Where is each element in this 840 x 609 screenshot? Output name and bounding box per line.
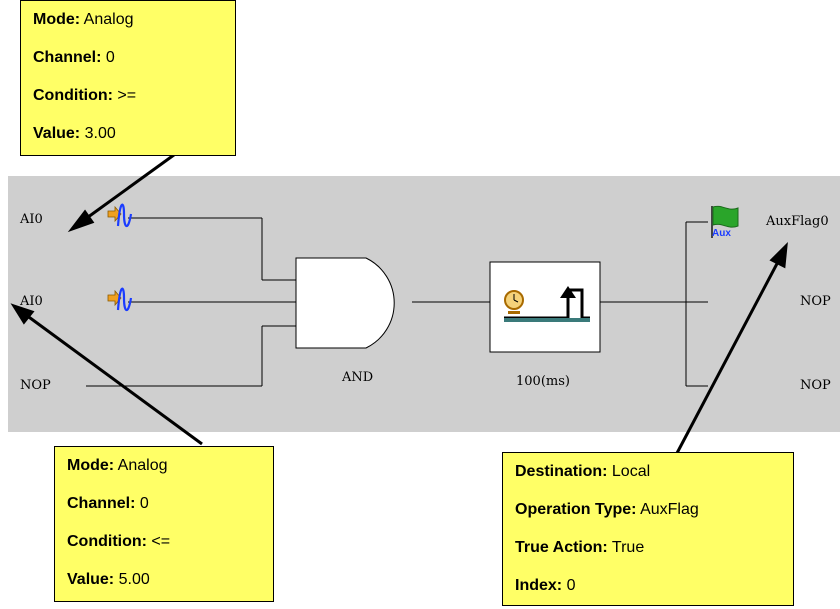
- and-gate-label: AND: [342, 370, 374, 385]
- timer-pulse-icon: [504, 286, 590, 322]
- input-label-1: AI0: [20, 212, 43, 227]
- input2-callout: Mode: Analog Channel: 0 Condition: <= Va…: [54, 446, 274, 602]
- and-gate-icon: [295, 257, 395, 349]
- output-label-1: AuxFlag0: [766, 214, 829, 229]
- output-label-2: NOP: [800, 294, 831, 309]
- aux-flag-icon: [711, 205, 739, 238]
- input-label-2: AI0: [20, 294, 43, 309]
- logic-diagram-panel: [8, 176, 840, 432]
- output-label-3: NOP: [800, 378, 831, 393]
- timer-label: 100(ms): [516, 374, 570, 389]
- input-label-3: NOP: [20, 378, 51, 393]
- aux-flag-text: Aux: [712, 228, 731, 239]
- analog-input-icon-1: [107, 203, 133, 228]
- analog-input-icon-2: [107, 287, 133, 312]
- input1-callout: Mode: Analog Channel: 0 Condition: >= Va…: [20, 0, 236, 156]
- output-callout: Destination: Local Operation Type: AuxFl…: [502, 452, 794, 606]
